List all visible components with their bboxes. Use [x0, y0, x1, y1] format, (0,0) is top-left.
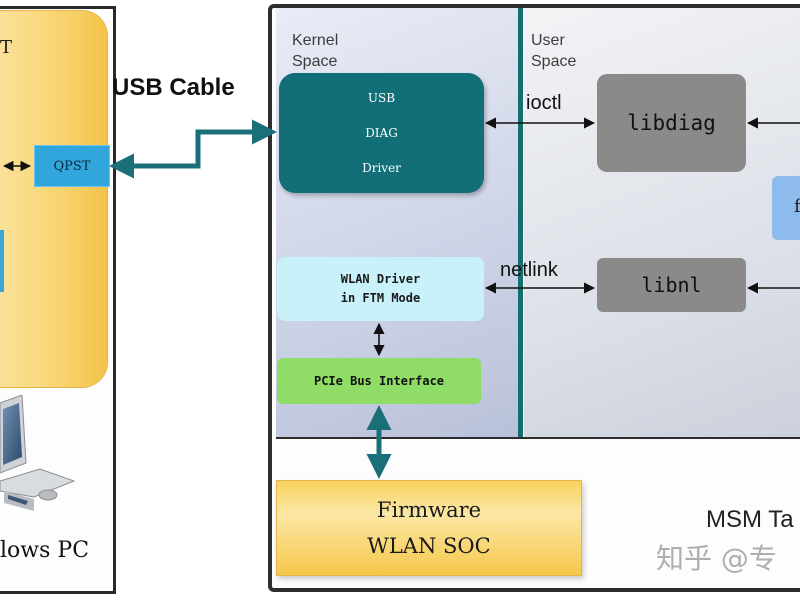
pc-caption: lows PC — [0, 538, 90, 563]
space-bottom-border — [276, 437, 800, 439]
user-app-box-fragment: f — [772, 176, 800, 240]
qpst-box: QPST — [34, 145, 110, 187]
firmware-wlan-soc-box: Firmware WLAN SOC — [276, 480, 582, 576]
libnl-box: libnl — [597, 258, 746, 312]
libdiag-box: libdiag — [597, 74, 746, 172]
wlan-driver-line: in FTM Mode — [340, 291, 421, 305]
usb-diag-driver-line: Driver — [362, 160, 401, 175]
pc-panel-title: T — [0, 37, 13, 58]
msm-target-caption: MSM Ta — [706, 506, 794, 533]
firmware-line: WLAN SOC — [367, 534, 491, 558]
firmware-line: Firmware — [376, 498, 482, 522]
usb-diag-driver-line: USB — [367, 91, 396, 106]
usb-diag-driver-line: DIAG — [365, 125, 398, 140]
usb-cable-label: USB Cable — [112, 74, 235, 101]
user-space-label-line: User — [531, 32, 565, 49]
usb-diag-driver-box: USB DIAG Driver — [279, 73, 484, 193]
pcie-bus-interface-box: PCIe Bus Interface — [277, 358, 481, 404]
kernel-space-label: Kernel Space — [292, 30, 338, 72]
wlan-driver-box: WLAN Driver in FTM Mode — [277, 257, 484, 321]
kernel-space-label-line: Space — [292, 53, 338, 70]
netlink-label: netlink — [500, 259, 558, 281]
user-space-label: User Space — [531, 30, 576, 72]
usb-cable-connector — [109, 119, 277, 179]
user-space-label-line: Space — [531, 53, 577, 70]
ioctl-label: ioctl — [526, 92, 562, 114]
wlan-driver-line: WLAN Driver — [340, 272, 421, 286]
computer-icon — [0, 395, 76, 511]
watermark: 知乎 @专 — [656, 542, 777, 575]
kernel-user-divider — [518, 8, 523, 438]
user-space-region — [524, 8, 800, 438]
kernel-space-label-line: Kernel — [292, 32, 339, 49]
pc-side-box-fragment — [0, 230, 4, 292]
pc-tool-panel — [0, 10, 108, 388]
